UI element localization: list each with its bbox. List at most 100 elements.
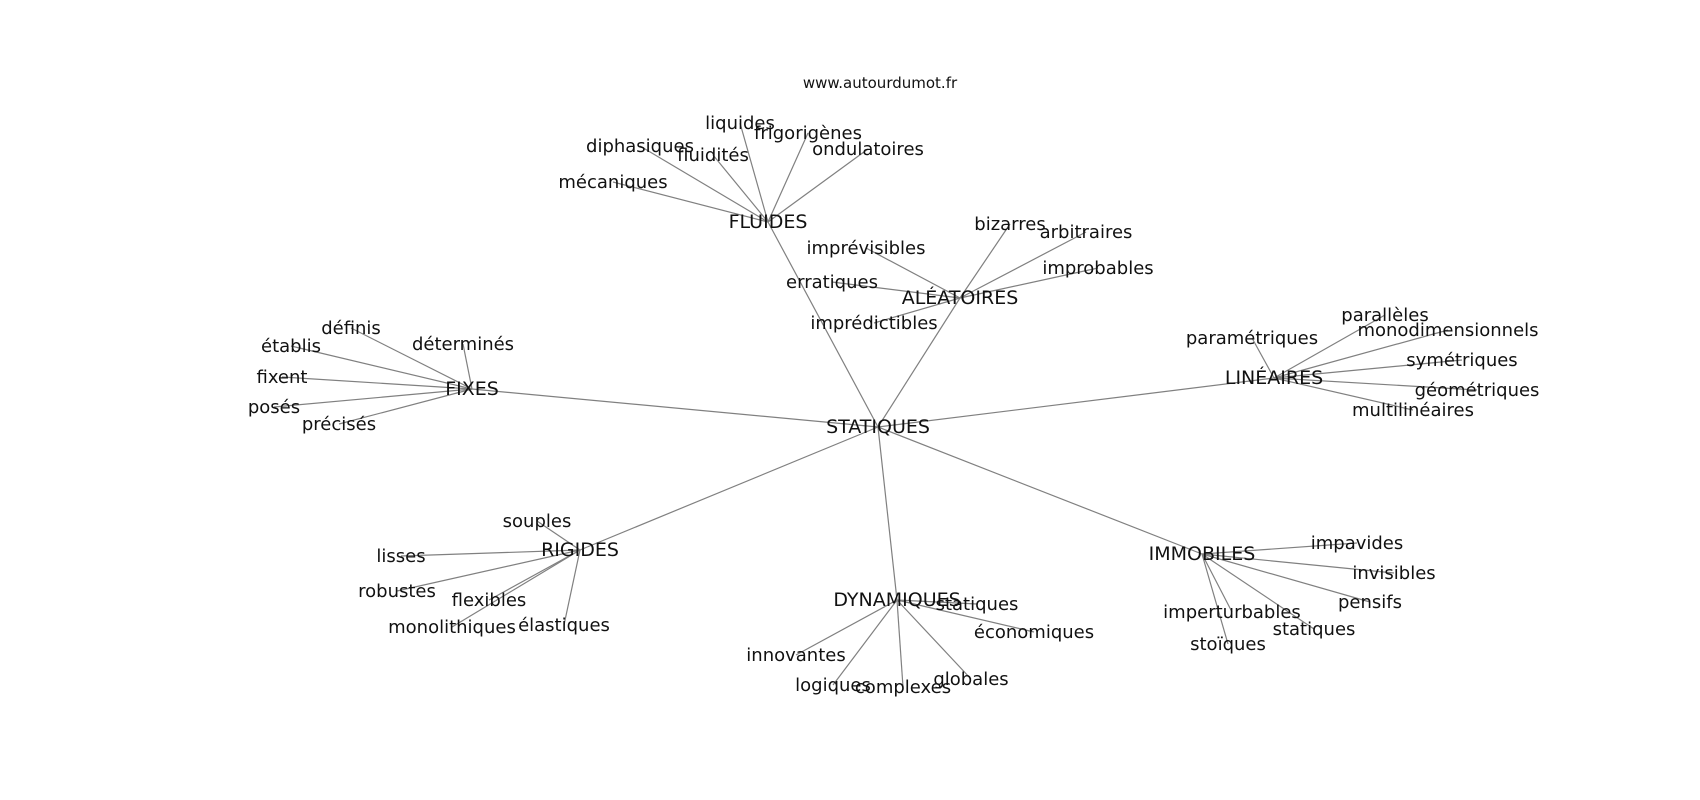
edge-hub-leaf xyxy=(1201,553,1371,603)
leaf-node-label: monolithiques xyxy=(388,617,516,638)
edge-hub-leaf xyxy=(1273,359,1463,379)
edge-hub-leaf xyxy=(612,181,769,223)
edge-hub-leaf xyxy=(400,549,581,557)
edge-hub-leaf xyxy=(1273,314,1386,379)
leaf-node-label: flexibles xyxy=(452,590,527,611)
leaf-node-label: erratiques xyxy=(786,272,878,293)
edge-hub-leaf xyxy=(338,388,473,425)
edge-hub-leaf xyxy=(873,297,961,324)
leaf-node-label: bizarres xyxy=(974,214,1045,235)
edge-hub-leaf xyxy=(1201,542,1358,555)
edge-hub-leaf xyxy=(767,148,869,223)
leaf-node-label: posés xyxy=(248,397,300,418)
edge-hub-leaf xyxy=(896,599,978,605)
edge-hub-leaf xyxy=(1273,329,1449,379)
leaf-node-label: lisses xyxy=(376,546,425,567)
edge-hub-leaf xyxy=(1251,337,1275,379)
edge-hub-leaf xyxy=(462,343,473,390)
edge-hub-leaf xyxy=(1201,553,1233,613)
edge-hub-leaf xyxy=(959,223,1011,299)
leaf-node-label: impavides xyxy=(1311,533,1404,554)
edge-root-hub xyxy=(877,426,898,601)
edge-hub-leaf xyxy=(1201,553,1315,630)
edge-hub-leaf xyxy=(451,549,581,628)
leaf-node-label: improbables xyxy=(1042,258,1153,279)
leaf-node-label: pensifs xyxy=(1338,592,1402,613)
edge-root-hub xyxy=(877,426,1203,555)
edge-hub-leaf xyxy=(290,345,473,390)
edge-hub-leaf xyxy=(712,154,769,223)
edge-hub-leaf xyxy=(1273,377,1478,391)
edges xyxy=(273,122,1478,688)
leaf-node-label: statiques xyxy=(1273,619,1356,640)
edge-hub-leaf xyxy=(1201,553,1229,645)
leaf-node-label: robustes xyxy=(358,581,436,602)
leaf-node-label: logiques xyxy=(795,675,871,696)
leaf-node-label: mécaniques xyxy=(558,172,667,193)
edge-hub-leaf xyxy=(536,520,581,551)
leaf-node-label: fluidités xyxy=(677,145,749,166)
leaf-node-label: arbitraires xyxy=(1040,222,1133,243)
leaf-node-label: fixent xyxy=(257,367,308,388)
leaf-node-label: monodimensionnels xyxy=(1357,320,1538,341)
edge-hub-leaf xyxy=(281,376,473,390)
edge-hub-leaf xyxy=(896,599,1035,633)
edge-root-hub xyxy=(767,221,879,428)
hub-node-label: FIXES xyxy=(445,378,499,400)
hub-node-label: ALÉATOIRES xyxy=(902,286,1019,309)
leaf-node-label: innovantes xyxy=(746,645,845,666)
leaf-node-label: souples xyxy=(503,511,572,532)
leaf-node-label: symétriques xyxy=(1406,350,1517,371)
edge-hub-leaf xyxy=(350,327,473,390)
edge-hub-leaf xyxy=(959,231,1087,299)
edge-hub-leaf xyxy=(896,599,904,688)
leaf-node-label: déterminés xyxy=(412,334,514,355)
leaf-node-label: géométriques xyxy=(1415,380,1540,401)
edge-hub-leaf xyxy=(1201,553,1395,574)
leaf-node-label: multilinéaires xyxy=(1352,400,1474,421)
edge-root-hub xyxy=(579,426,879,551)
leaf-node-label: diphasiques xyxy=(586,136,694,157)
leaf-node-label: précisés xyxy=(302,414,376,435)
leaf-node-label: élastiques xyxy=(518,615,610,636)
site-watermark: www.autourdumot.fr xyxy=(803,74,958,92)
leaf-node-label: imprévisibles xyxy=(807,238,926,259)
leaf-node-label: stoïques xyxy=(1190,634,1266,655)
leaf-node-label: globales xyxy=(933,669,1008,690)
labels: STATIQUESFLUIDESmécaniquesdiphasiquesliq… xyxy=(248,113,1540,698)
edge-hub-leaf xyxy=(396,549,581,592)
edge-hub-leaf xyxy=(795,599,898,656)
leaf-node-label: imperturbables xyxy=(1163,602,1301,623)
edge-hub-leaf xyxy=(959,267,1099,299)
hub-node-label: RIGIDES xyxy=(541,539,619,561)
edge-hub-leaf xyxy=(639,145,769,223)
edge-hub-leaf xyxy=(488,549,581,601)
edge-hub-leaf xyxy=(273,388,473,408)
edge-hub-leaf xyxy=(1273,377,1414,411)
edge-root-hub xyxy=(877,377,1275,428)
edge-hub-leaf xyxy=(563,549,581,626)
edge-hub-leaf xyxy=(831,281,961,299)
edge-hub-leaf xyxy=(832,599,898,686)
leaf-node-label: établis xyxy=(261,336,321,357)
edge-root-hub xyxy=(471,388,879,428)
hub-node-label: LINÉAIRES xyxy=(1225,366,1323,389)
leaf-node-label: invisibles xyxy=(1352,563,1435,584)
leaf-node-label: complexes xyxy=(855,677,951,698)
hub-node-label: DYNAMIQUES xyxy=(833,589,960,611)
edge-hub-leaf xyxy=(767,132,809,223)
leaf-node-label: paramétriques xyxy=(1186,328,1318,349)
hub-node-label: FLUIDES xyxy=(729,211,808,233)
leaf-node-label: économiques xyxy=(974,622,1094,643)
leaf-node-label: frigorigènes xyxy=(754,123,862,144)
edge-hub-leaf xyxy=(896,599,972,680)
leaf-node-label: imprédictibles xyxy=(810,313,937,334)
leaf-node-label: liquides xyxy=(705,113,775,134)
edge-hub-leaf xyxy=(865,247,961,299)
leaf-node-label: statiques xyxy=(936,594,1019,615)
edge-root-hub xyxy=(877,297,961,428)
hub-node-label: IMMOBILES xyxy=(1149,543,1256,565)
leaf-node-label: parallèles xyxy=(1341,305,1428,326)
leaf-node-label: définis xyxy=(321,318,381,339)
